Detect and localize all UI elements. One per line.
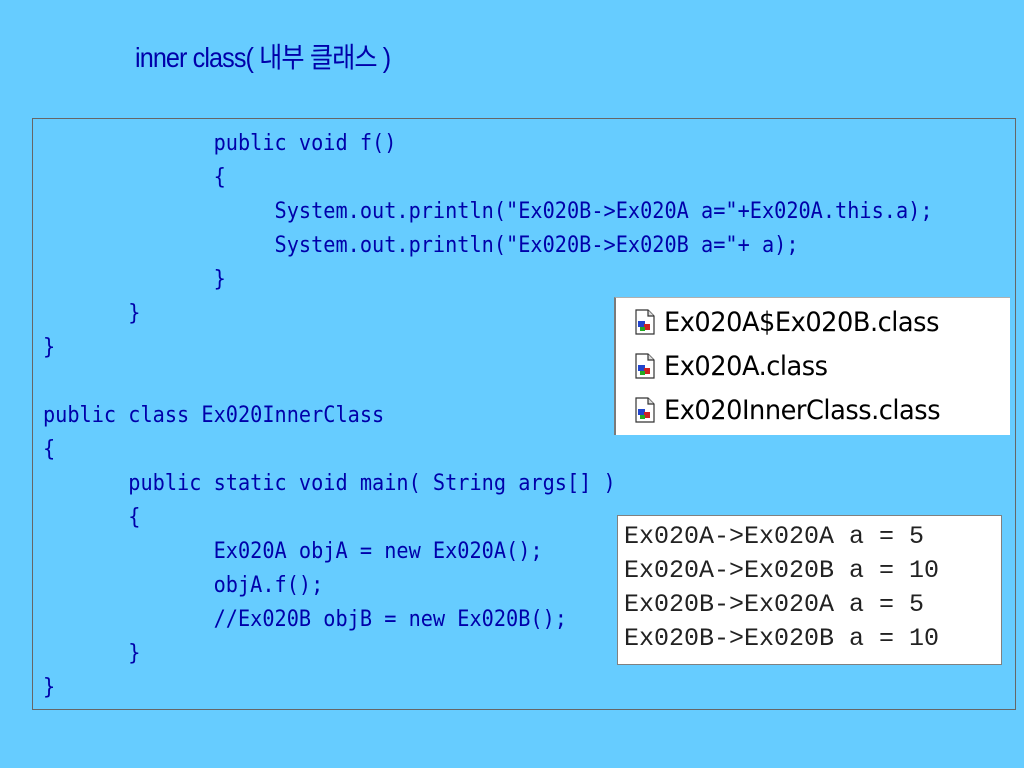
- file-item-ex020innerclass[interactable]: Ex020InnerClass.class: [634, 388, 955, 432]
- code-line: }: [43, 335, 56, 360]
- console-line: Ex020B->Ex020B a = 10: [624, 624, 940, 653]
- java-class-file-icon: [634, 309, 656, 335]
- code-line: {: [43, 437, 56, 462]
- class-files-list: Ex020A$Ex020B.class Ex020A.class Ex020In…: [614, 297, 1010, 435]
- code-listing: public void f() { System.out.println("Ex…: [32, 118, 1016, 710]
- code-line: {: [43, 505, 141, 530]
- file-name: Ex020A.class: [664, 350, 828, 382]
- code-line: public class Ex020InnerClass: [43, 403, 385, 428]
- code-line: public void f(): [43, 131, 397, 156]
- code-line: System.out.println("Ex020B->Ex020B a="+ …: [43, 233, 799, 258]
- console-line: Ex020B->Ex020A a = 5: [624, 590, 925, 619]
- console-line: Ex020A->Ex020B a = 10: [624, 556, 940, 585]
- slide-title: inner class( 내부 클래스 ): [135, 42, 391, 73]
- code-line: }: [43, 301, 141, 326]
- file-name: Ex020A$Ex020B.class: [664, 306, 939, 338]
- code-line: {: [43, 165, 226, 190]
- file-item-ex020a-ex020b[interactable]: Ex020A$Ex020B.class: [634, 300, 953, 344]
- java-class-file-icon: [634, 397, 656, 423]
- file-name: Ex020InnerClass.class: [664, 394, 941, 426]
- java-class-file-icon: [634, 353, 656, 379]
- code-line: public static void main( String args[] ): [43, 471, 616, 496]
- code-line: System.out.println("Ex020B->Ex020A a="+E…: [43, 199, 933, 224]
- code-line: objA.f();: [43, 573, 324, 598]
- console-line: Ex020A->Ex020A a = 5: [624, 522, 925, 551]
- code-line: }: [43, 267, 226, 292]
- code-line: Ex020A objA = new Ex020A();: [43, 539, 543, 564]
- code-line: }: [43, 641, 141, 666]
- code-line: }: [43, 675, 56, 700]
- code-line: //Ex020B objB = new Ex020B();: [43, 607, 567, 632]
- file-item-ex020a[interactable]: Ex020A.class: [634, 344, 836, 388]
- console-output: Ex020A->Ex020A a = 5 Ex020A->Ex020B a = …: [617, 515, 1002, 665]
